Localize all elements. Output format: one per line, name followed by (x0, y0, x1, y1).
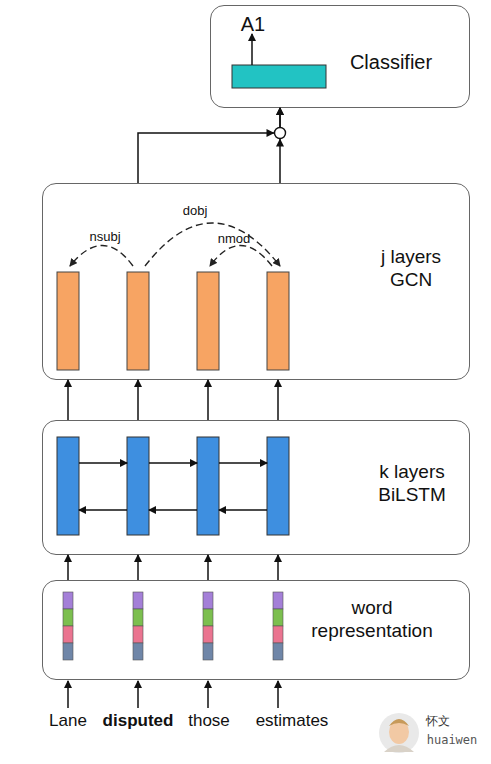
edge-layer (68, 108, 280, 580)
bilstm-cell (127, 437, 149, 535)
input-arrows (68, 681, 278, 708)
gcn-bar (57, 272, 79, 370)
box-label: Classifier (323, 50, 459, 74)
watermark-text: huaiwen (427, 733, 478, 747)
input-word: those (188, 711, 230, 731)
embedding-stack (133, 592, 143, 660)
forward-arrow (79, 462, 127, 464)
gcn-bars (57, 272, 289, 370)
dependency-label: dobj (183, 203, 208, 219)
input-word: Lane (49, 711, 87, 731)
recurrent-arrows (79, 463, 267, 510)
flow-arrow (277, 555, 279, 580)
forward-arrow (219, 462, 267, 464)
concat-arrowhead (267, 129, 275, 137)
classifier-layer (232, 65, 326, 88)
nsubj-arc (70, 246, 133, 267)
backward-arrow (149, 509, 197, 511)
embedding-stacks (63, 592, 283, 660)
flow-arrow (207, 555, 209, 580)
bilstm-bars (57, 437, 289, 535)
gcn-bar (127, 272, 149, 370)
output-arrow (251, 34, 253, 65)
gcn-bar (197, 272, 219, 370)
flow-arrow (137, 380, 139, 420)
bilstm-box: k layers BiLSTM (42, 420, 470, 555)
input-arrow (207, 681, 209, 708)
input-arrow (137, 681, 139, 708)
dependency-arcs (70, 223, 280, 266)
word-representation-box: word representation (42, 580, 470, 680)
flow-arrow (138, 108, 280, 183)
watermark-text: 怀文 (426, 714, 450, 728)
flow-arrow (67, 555, 69, 580)
backward-arrow (79, 509, 127, 511)
input-word: estimates (256, 711, 329, 731)
bilstm-cell (57, 437, 79, 535)
flow-arrow (279, 108, 281, 183)
embedding-stack (203, 592, 213, 660)
forward-arrow (149, 462, 197, 464)
dependency-label: nmod (218, 231, 251, 247)
gcn-bar (267, 272, 289, 370)
flow-arrow (277, 380, 279, 420)
nmod-arc (210, 246, 272, 267)
backward-arrow (219, 509, 267, 511)
box-label: A1 (233, 12, 273, 36)
embedding-stack (63, 592, 73, 660)
watermark-avatar (379, 713, 419, 753)
input-word: disputed (103, 711, 174, 731)
box-label: j layers GCN (361, 246, 461, 292)
input-arrow (277, 681, 279, 708)
concat-arrowhead (276, 139, 284, 147)
bilstm-cell (197, 437, 219, 535)
classifier-box: A1Classifier (210, 5, 470, 108)
box-label: word representation (297, 597, 447, 643)
gcn-box: j layers GCN (42, 183, 470, 380)
dependency-label: nsubj (89, 229, 120, 245)
flow-arrow (207, 380, 209, 420)
box-label: k layers BiLSTM (363, 461, 461, 507)
concat-circle (275, 128, 286, 139)
bilstm-cell (267, 437, 289, 535)
flow-arrow (67, 380, 69, 420)
dobj-arc (145, 223, 280, 266)
embedding-stack (273, 592, 283, 660)
input-arrow (67, 681, 69, 708)
flow-arrow (137, 555, 139, 580)
